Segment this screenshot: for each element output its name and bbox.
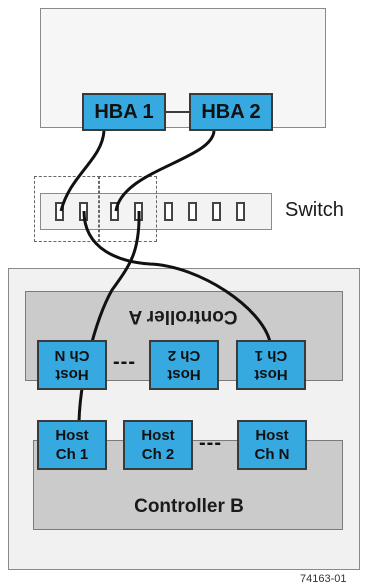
figure-id: 74163-01 [300,573,347,585]
switch-port [164,202,173,221]
ch-line1: Host [254,366,288,383]
ch-line2: Ch 2 [141,446,175,463]
controller-b-host-ch-1: Host Ch 1 [37,420,107,470]
ch-line1: Host [167,366,201,383]
hba-2: HBA 2 [189,93,273,131]
ch-line2: Ch 2 [167,347,201,364]
hba-connector [166,111,189,113]
switch-port [212,202,221,221]
ch-line1: Host [55,366,89,383]
controller-a-host-ch-n: Host Ch N [37,340,107,390]
switch-port [55,202,64,221]
ch-line2: Ch 1 [254,347,288,364]
switch-port [236,202,245,221]
ch-line1: Host [55,427,89,444]
ch-line2: Ch N [254,446,290,463]
ch-line1: Host [141,427,175,444]
controller-a-host-ch-1: Host Ch 1 [236,340,306,390]
controller-a-label: Controller A [128,306,238,327]
hba-1: HBA 1 [82,93,166,131]
zone-box-1 [34,176,100,242]
controller-b-ellipsis: --- [199,432,222,454]
ch-line2: Ch 1 [55,446,89,463]
ch-line1: Host [255,427,289,444]
zone-box-2 [98,176,157,242]
switch-label: Switch [285,199,344,221]
controller-a-host-ch-2: Host Ch 2 [149,340,219,390]
controller-b-host-ch-2: Host Ch 2 [123,420,193,470]
hba-2-label: HBA 2 [201,100,261,123]
hba-1-label: HBA 1 [94,100,154,123]
controller-b-label: Controller B [134,496,244,517]
controller-a-ellipsis: --- [113,351,136,373]
ch-line2: Ch N [54,347,90,364]
switch-port [188,202,197,221]
controller-b-host-ch-n: Host Ch N [237,420,307,470]
